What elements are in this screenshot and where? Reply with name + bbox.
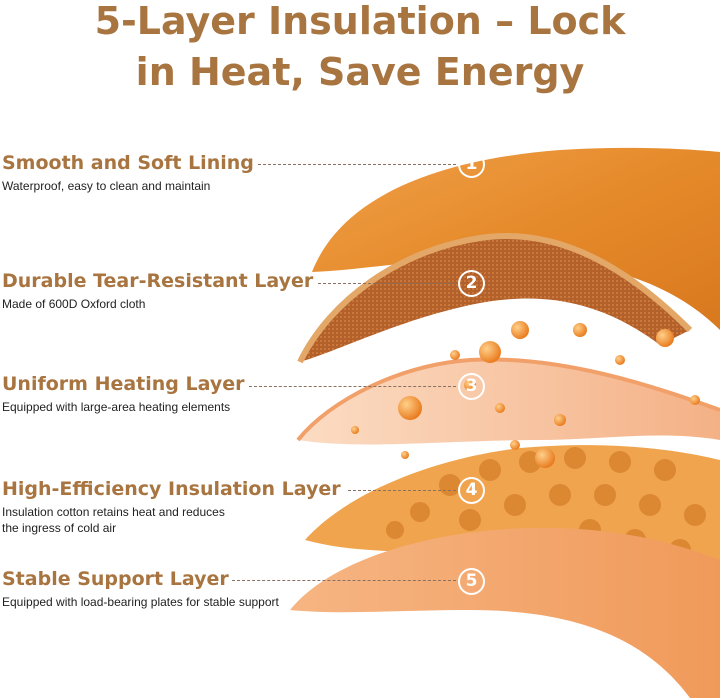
- layer-4-text: High-Efficiency Insulation Layer Insulat…: [2, 478, 341, 536]
- layer-5-desc: Equipped with load-bearing plates for st…: [2, 595, 279, 609]
- layer-3-desc: Equipped with large-area heating element…: [2, 400, 231, 414]
- leader-3: [249, 386, 456, 387]
- layer-3-title: Uniform Heating Layer: [2, 373, 245, 395]
- layer-5-text: Stable Support Layer Equipped with load-…: [2, 568, 279, 610]
- layer-1-title: Smooth and Soft Lining: [2, 152, 254, 174]
- title-line-1: 5-Layer Insulation – Lock: [94, 0, 626, 43]
- layer-4-title: High-Efficiency Insulation Layer: [2, 478, 341, 500]
- badge-4: 4: [458, 477, 485, 504]
- layer-5-title: Stable Support Layer: [2, 568, 229, 590]
- layer-2-desc: Made of 600D Oxford cloth: [2, 297, 146, 311]
- layer-3-shape: [298, 359, 720, 445]
- heat-bubbles: [351, 321, 700, 468]
- layer-2-text: Durable Tear-Resistant Layer Made of 600…: [2, 270, 313, 312]
- leader-5: [232, 580, 456, 581]
- layer-4-desc: Insulation cotton retains heat and reduc…: [2, 505, 225, 535]
- layer-1-desc: Waterproof, easy to clean and maintain: [2, 179, 211, 193]
- badge-3: 3: [458, 373, 485, 400]
- layer-3-text: Uniform Heating Layer Equipped with larg…: [2, 373, 245, 415]
- layer-2-title: Durable Tear-Resistant Layer: [2, 270, 314, 292]
- leader-2: [318, 283, 456, 284]
- badge-1: 1: [458, 151, 485, 178]
- leader-4: [348, 490, 456, 491]
- title-line-2: in Heat, Save Energy: [135, 50, 585, 94]
- badge-2: 2: [458, 270, 485, 297]
- leader-1: [258, 164, 456, 165]
- badge-5: 5: [458, 568, 485, 595]
- layer-5-shape: [290, 527, 720, 698]
- layer-1-text: Smooth and Soft Lining Waterproof, easy …: [2, 152, 254, 194]
